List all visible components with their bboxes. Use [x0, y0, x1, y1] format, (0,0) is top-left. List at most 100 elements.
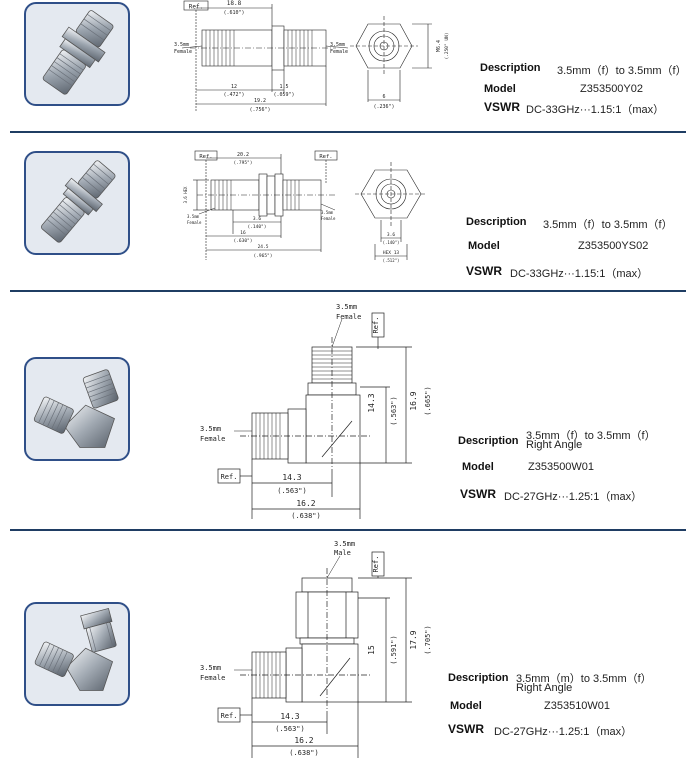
right-port-label-b: Female — [321, 216, 336, 221]
model-value: Z353500W01 — [528, 461, 595, 473]
technical-drawing-4: Ref. Ref. 3.5mm Male 3.5mm Female 15 (.5… — [196, 538, 436, 760]
product-row-3: Ref. Ref. 3.5mm Female 3.5mm Female 14.3… — [0, 293, 689, 529]
dim-a-in: (.472") — [223, 92, 244, 98]
technical-drawing-3: Ref. Ref. 3.5mm Female 3.5mm Female 14.3… — [196, 297, 436, 521]
model-label: Model — [468, 240, 500, 252]
h1-in: (.563") — [277, 487, 307, 495]
h1-in: (.563") — [275, 725, 305, 733]
left-port-label-a: 3.5mm — [187, 214, 200, 219]
spec-block-1: Description 3.5mm（f）to 3.5mm（f） Model Z3… — [480, 60, 689, 120]
technical-drawing-2: Ref. Ref. 20.2 (.795") 3.6 HEX 3.6 (.140… — [183, 150, 445, 263]
top-port-label-a: 3.5mm — [336, 303, 357, 311]
ref-left-label: Ref. — [221, 712, 238, 720]
side-w: 6 — [382, 94, 385, 100]
dim-total: 19.2 — [254, 98, 266, 104]
dim-total-in: (.965") — [254, 253, 273, 259]
description-label: Description — [448, 672, 509, 684]
v1: 15 — [367, 645, 376, 655]
h1: 14.3 — [282, 473, 301, 482]
spec-block-3: Description 3.5mm（f）to 3.5mm（f） Right An… — [458, 425, 689, 505]
ref-left-label: Ref. — [221, 473, 238, 481]
dim-top-in: (.610") — [223, 10, 244, 16]
top-port-label-b: Female — [336, 313, 361, 321]
dim-mid-in: (.140") — [248, 224, 267, 230]
model-value: Z353500YS02 — [578, 240, 649, 252]
right-port-label-b: Female — [330, 49, 348, 55]
h2: 16.2 — [294, 736, 313, 745]
dim-b-in: (.059") — [273, 92, 294, 98]
product-photo-2 — [24, 151, 130, 255]
side-port-label-b: Female — [200, 435, 225, 443]
dim-mid: 3.6 HEX — [183, 186, 188, 203]
v1-in: (.563") — [390, 396, 398, 426]
ref-top-label: Ref. — [372, 556, 380, 573]
separator-2 — [10, 290, 686, 292]
description-value: 3.5mm（f）to 3.5mm（f） — [543, 219, 673, 231]
side-w-in: (.140") — [383, 240, 400, 245]
top-port-label-a: 3.5mm — [334, 540, 355, 548]
vswr-value: DC-27GHz···1.25:1（max） — [504, 491, 643, 503]
product-photo-3 — [24, 357, 130, 461]
product-photo-4 — [24, 602, 130, 706]
side-hex-in: (.250" UN) — [444, 32, 450, 59]
ref-top-label: Ref. — [372, 317, 380, 334]
product-photo-1 — [24, 2, 130, 106]
description-value-2: Right Angle — [516, 682, 573, 694]
separator-3 — [10, 529, 686, 531]
side-port-label-a: 3.5mm — [200, 664, 221, 672]
vswr-label: VSWR — [448, 722, 484, 736]
side-hex: M6.4 — [436, 40, 442, 52]
ref-label: Ref. — [189, 4, 203, 11]
dim-total-in: (.756") — [249, 107, 270, 113]
dim-a: 12 — [231, 84, 237, 90]
dim-b: 1.5 — [279, 84, 288, 90]
model-label: Model — [484, 83, 516, 95]
spec-block-4: Description 3.5mm（m）to 3.5mm（f） Right An… — [448, 668, 689, 748]
v2-in: (.705") — [424, 625, 432, 655]
description-value: 3.5mm（m）to 3.5mm（f） — [516, 673, 652, 685]
description-label: Description — [480, 62, 541, 74]
ref-left-label: Ref. — [199, 154, 212, 160]
v2-in: (.665") — [424, 386, 432, 416]
model-value: Z353500Y02 — [580, 83, 643, 95]
dim-a: 16 — [240, 230, 246, 236]
right-port-label-a: 3.5mm — [330, 42, 345, 48]
dim-total: 24.5 — [258, 244, 269, 250]
v1: 14.3 — [367, 393, 376, 412]
vswr-label: VSWR — [460, 487, 496, 501]
vswr-label: VSWR — [484, 100, 520, 114]
product-row-2: Ref. Ref. 20.2 (.795") 3.6 HEX 3.6 (.140… — [0, 134, 689, 290]
side-hex-in: (.512") — [383, 258, 400, 263]
dim-mid-b: 3.6 — [253, 216, 261, 222]
description-value: 3.5mm（f）to 3.5mm（f） — [557, 65, 687, 77]
model-label: Model — [462, 461, 494, 473]
h2-in: (.638") — [291, 512, 321, 520]
vswr-label: VSWR — [466, 264, 502, 278]
v2: 17.9 — [409, 630, 418, 649]
side-port-label-a: 3.5mm — [200, 425, 221, 433]
dim-top-in: (.795") — [234, 160, 253, 166]
vswr-value: DC-27GHz···1.25:1（max） — [494, 726, 633, 738]
separator-1 — [10, 131, 686, 133]
left-port-label-a: 3.5mm — [174, 42, 189, 48]
left-port-label-b: Female — [187, 220, 202, 225]
v1-in: (.591") — [390, 635, 398, 665]
description-label: Description — [466, 216, 527, 228]
description-value-2: Right Angle — [526, 439, 583, 451]
vswr-value: DC-33GHz···1.15:1（max） — [510, 268, 649, 280]
dim-top: 20.2 — [237, 152, 249, 158]
side-w: 3.6 — [387, 232, 395, 238]
right-angle-adapter-image — [33, 369, 119, 448]
dim-a-in: (.630") — [234, 238, 253, 244]
product-row-4: Ref. Ref. 3.5mm Male 3.5mm Female 15 (.5… — [0, 532, 689, 764]
model-value: Z353510W01 — [544, 700, 611, 712]
top-port-label-b: Male — [334, 549, 351, 557]
v2: 16.9 — [409, 391, 418, 410]
side-port-label-b: Female — [200, 674, 225, 682]
side-hex: HEX 13 — [383, 250, 400, 256]
right-port-label-a: 3.5mm — [321, 210, 334, 215]
side-w-in: (.236") — [373, 104, 394, 110]
h2: 16.2 — [296, 499, 315, 508]
h1: 14.3 — [280, 712, 299, 721]
left-port-label-b: Female — [174, 49, 192, 55]
